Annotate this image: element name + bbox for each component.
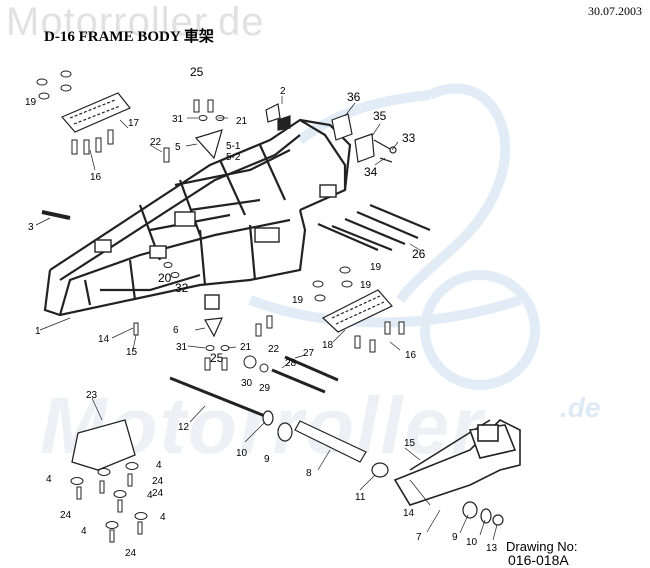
- label-33: 33: [402, 131, 416, 145]
- label-15b: 15: [404, 438, 416, 449]
- scooter-watermark: [248, 83, 540, 390]
- label-13: 13: [486, 543, 498, 554]
- label-16a: 16: [90, 172, 102, 183]
- main-frame: [43, 118, 352, 317]
- label-4a: 4: [46, 474, 52, 485]
- label-5-1: 5-1: [226, 141, 241, 152]
- part-17-mount-plate: [61, 92, 131, 133]
- part-labels: 1 2 3 4 4 4 4 4 5 5-1 5-2 6 7 8 9 9 10 1…: [25, 65, 498, 559]
- label-24b: 24: [60, 510, 72, 521]
- drawing-number-label: Drawing No:: [506, 539, 578, 554]
- bushings-tubes: [262, 410, 504, 526]
- label-31b: 31: [176, 342, 188, 353]
- label-23: 23: [86, 390, 98, 401]
- label-2: 2: [280, 86, 286, 97]
- label-25a: 25: [190, 65, 204, 79]
- watermark-top: Motorroller.de: [6, 0, 265, 44]
- part-6-plate: [204, 317, 223, 338]
- label-16b: 16: [405, 350, 417, 361]
- label-19a: 19: [25, 97, 37, 108]
- label-19d: 19: [360, 280, 372, 291]
- part-2-bracket: [265, 103, 291, 131]
- drawing-number: 016-018A: [508, 552, 569, 568]
- label-19b: 19: [370, 262, 382, 273]
- part-5-plate: [194, 129, 223, 160]
- label-30: 30: [241, 378, 253, 389]
- part-23-skid-plate: [71, 419, 136, 471]
- fasteners: [36, 70, 405, 373]
- label-21b: 21: [240, 342, 252, 353]
- label-34: 34: [364, 165, 378, 179]
- label-36: 36: [347, 90, 361, 104]
- label-4c: 4: [147, 490, 153, 501]
- part-3-bar: [41, 210, 71, 220]
- label-10a: 10: [236, 448, 248, 459]
- label-3: 3: [28, 222, 34, 233]
- leader-lines: [35, 96, 498, 541]
- shafts: [169, 355, 339, 418]
- label-9b: 9: [452, 532, 458, 543]
- page-title: D-16 FRAME BODY 車架: [44, 29, 214, 45]
- label-28: 28: [285, 358, 297, 369]
- label-7: 7: [416, 532, 422, 543]
- label-4b: 4: [156, 460, 162, 471]
- label-4d: 4: [160, 512, 166, 523]
- label-5: 5: [175, 142, 181, 153]
- label-6: 6: [173, 325, 179, 336]
- part-36-bracket: [331, 113, 397, 163]
- label-32: 32: [175, 281, 189, 295]
- label-29: 29: [259, 383, 271, 394]
- label-10b: 10: [466, 537, 478, 548]
- label-31a: 31: [172, 114, 184, 125]
- label-35: 35: [373, 109, 387, 123]
- part-26-straps: [317, 203, 431, 252]
- label-18: 18: [322, 340, 334, 351]
- label-24d: 24: [125, 548, 137, 559]
- watermark-de: .de: [560, 392, 601, 423]
- label-15a: 15: [126, 347, 138, 358]
- label-20: 20: [158, 271, 172, 285]
- label-5-2: 5-2: [226, 152, 241, 163]
- label-14b: 14: [403, 508, 415, 519]
- label-14a: 14: [98, 334, 110, 345]
- part-18-mount-plate: [321, 289, 393, 333]
- label-24a: 24: [152, 476, 164, 487]
- part-7-swing-arm: [393, 419, 521, 506]
- label-1: 1: [35, 326, 41, 337]
- label-19c: 19: [292, 295, 304, 306]
- part-4-washers: [70, 462, 148, 543]
- label-17: 17: [128, 118, 140, 129]
- label-26: 26: [412, 247, 426, 261]
- label-21a: 21: [236, 116, 248, 127]
- frame-brackets: [94, 184, 337, 310]
- label-27: 27: [303, 348, 315, 359]
- date-label: 30.07.2003: [588, 4, 642, 18]
- label-24c: 24: [152, 488, 164, 499]
- label-12: 12: [178, 422, 190, 433]
- label-8: 8: [306, 468, 312, 479]
- label-22b: 22: [268, 344, 280, 355]
- label-11: 11: [355, 492, 366, 503]
- label-4e: 4: [81, 526, 87, 537]
- label-25b: 25: [210, 351, 224, 365]
- label-9a: 9: [264, 454, 270, 465]
- label-22a: 22: [150, 137, 162, 148]
